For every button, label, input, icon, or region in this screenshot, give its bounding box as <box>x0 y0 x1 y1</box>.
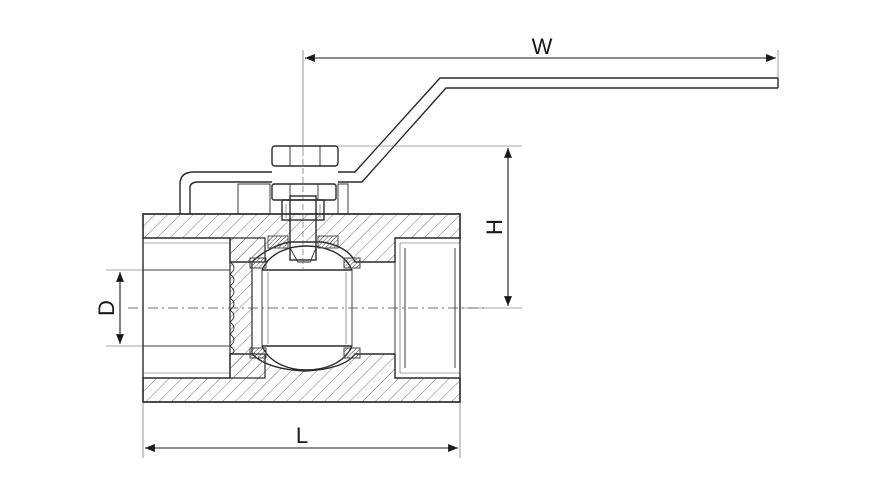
dimension-label-d: D <box>94 300 119 316</box>
dimension-height: H <box>338 145 522 309</box>
dimension-length: L <box>142 402 461 458</box>
lower-nut <box>271 183 337 201</box>
lever-handle <box>179 77 779 214</box>
dimension-label-w: W <box>532 34 553 59</box>
dimension-diameter: D <box>94 269 230 347</box>
seat-seals <box>249 257 361 359</box>
stem-assembly <box>267 150 339 270</box>
upper-nut <box>271 145 339 167</box>
stop-plate <box>237 183 349 215</box>
dimension-width: W <box>302 34 779 150</box>
dimension-label-l: L <box>296 423 308 448</box>
dimension-label-h: H <box>482 219 507 235</box>
ball <box>261 245 353 371</box>
